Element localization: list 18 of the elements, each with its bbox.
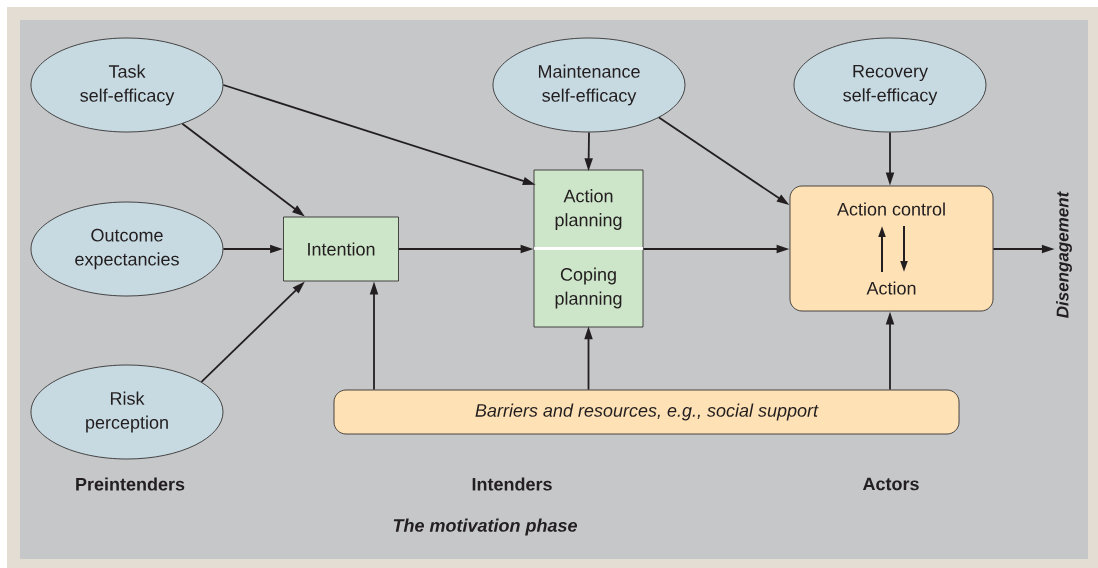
oval-node: Outcome expectancies [30, 201, 224, 297]
column-label: Actors [862, 477, 919, 491]
oval-node: Risk perception [30, 364, 224, 460]
planning-text: Action planning [555, 189, 622, 230]
node-label: Action [866, 281, 916, 295]
column-label: Preintenders [76, 477, 185, 491]
action-box: Action control Action [789, 185, 994, 312]
phase-caption: The motivation phase [393, 518, 577, 536]
oval-node: Task self-efficacy [30, 37, 224, 133]
oval-node: Maintenance self-efficacy [492, 37, 686, 133]
rounded-bar: Barriers and resources, e.g., social support [333, 389, 960, 435]
node-label: Action control [837, 202, 945, 216]
column-label: Intenders [472, 477, 552, 491]
planning-text: Coping planning [555, 267, 622, 309]
planning-box [533, 169, 644, 328]
rotated-label: Disengagement [1056, 191, 1072, 318]
oval-node: Recovery self-efficacy [793, 37, 987, 133]
process-box: Intention [283, 216, 399, 282]
